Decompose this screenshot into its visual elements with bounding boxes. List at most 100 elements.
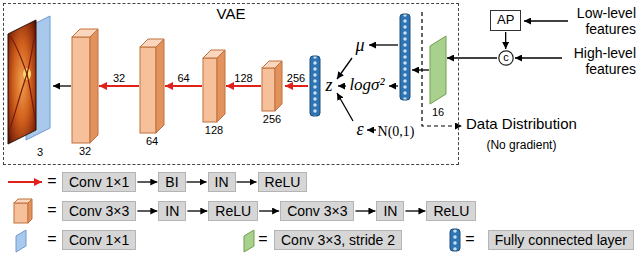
op-text: IN [215, 174, 229, 190]
channel-number: 256 [287, 68, 305, 86]
normal-distribution: N(0,1) [378, 122, 415, 140]
vessel [27, 26, 36, 74]
block-side [156, 39, 164, 133]
channel-number: 32 [65, 145, 105, 158]
arrow [367, 129, 376, 130]
op-text: ReLU [215, 203, 251, 219]
connector-arrow [505, 32, 506, 49]
label-text: = [465, 230, 474, 248]
legend-op-box: BI [158, 172, 185, 192]
legend-equals: = [258, 230, 267, 248]
arrow [412, 69, 429, 70]
channel-number: 32 [113, 68, 125, 86]
connector-arrow [355, 210, 375, 211]
output-label: Data Distribution [466, 115, 577, 133]
connector-arrow [226, 85, 261, 87]
arrow [524, 20, 568, 21]
edge-label: 64 [177, 72, 189, 85]
connector-arrow [187, 210, 207, 211]
legend-op-box: Conv 3×3 [62, 201, 136, 221]
vessel [10, 36, 27, 74]
legend-op-box: Conv 3×3 [280, 201, 354, 221]
concat-symbol: c [498, 50, 514, 66]
noise-symbol: ε [356, 119, 363, 140]
op-text: ReLU [265, 174, 301, 190]
op-text: IN [165, 203, 179, 219]
legend-op-box: IN [376, 201, 404, 221]
label-text: (No gradient) [486, 139, 556, 153]
legend-equals: = [47, 172, 56, 190]
arrow [515, 57, 562, 58]
legend-op-box: ReLU [208, 201, 258, 221]
input-label: Low-level features [558, 5, 636, 37]
channel-number: 128 [194, 124, 234, 137]
image-outline [8, 20, 36, 144]
arrow [338, 85, 346, 86]
op-text: ReLU [433, 203, 469, 219]
conv-block: 64 [140, 39, 164, 148]
legend-fc-sample [450, 229, 460, 251]
label-text: = [47, 201, 56, 219]
op-text: Conv 1×1 [69, 232, 129, 248]
connector-arrow [259, 210, 279, 211]
legend-op-box: Fully connected layer [488, 230, 634, 250]
connector-arrow [137, 210, 157, 211]
block-side [90, 29, 98, 143]
circle-shape [499, 51, 513, 65]
connector-arrow [405, 210, 425, 211]
conv-block: 256 [262, 61, 282, 126]
channel-number: 16 [418, 106, 458, 119]
label-text: Low-level features [558, 5, 636, 37]
vessel [27, 74, 36, 124]
legend-equals: = [47, 230, 56, 248]
legend-op-box: Conv 1×1 [62, 230, 136, 250]
conv-block-shape [72, 29, 98, 143]
stride-conv-layer: 16 [430, 36, 446, 119]
arrow [337, 93, 353, 121]
label-text: logσ² [349, 75, 384, 95]
conv-block-shape [203, 50, 225, 122]
connector-arrow [99, 85, 139, 87]
block-front [72, 37, 90, 143]
op-text: Fully connected layer [495, 232, 627, 248]
label-text: 256 [287, 72, 305, 85]
mean-symbol: μ [355, 35, 364, 56]
legend-plate-sample [16, 230, 26, 252]
upsample-arrow [285, 85, 308, 87]
label-text: = [258, 230, 267, 248]
op-text: AP [497, 13, 514, 28]
vae-module: VAE3326412825616 [3, 3, 459, 165]
fc-layer [310, 56, 320, 116]
conv-block: 128 [203, 50, 225, 137]
fundus-ground [8, 20, 36, 144]
pooling-box: AP [490, 10, 521, 31]
connector-arrow [165, 85, 202, 87]
op-text: Conv 3×3 [69, 203, 129, 219]
op-text: Conv 1×1 [69, 174, 129, 190]
stride-conv-layer-shape [430, 36, 446, 104]
legend-arrow-sample [8, 181, 42, 183]
block-front [203, 58, 217, 122]
label-text: High-level features [558, 45, 636, 77]
connector-arrow [187, 181, 207, 182]
op-text: Conv 3×3 [287, 203, 347, 219]
channel-number: 256 [252, 113, 292, 126]
arrow [369, 44, 398, 45]
label-text: N(0,1) [378, 124, 415, 140]
concat-text: c [498, 50, 514, 65]
edge-label: 32 [113, 72, 125, 85]
legend-equals: = [465, 230, 474, 248]
output-image-layer: 3 [6, 14, 52, 159]
input-label: High-level features [558, 45, 636, 77]
connector-arrow [237, 181, 257, 182]
conv-block-shape [140, 39, 164, 133]
legend-op-box: ReLU [426, 201, 476, 221]
channel-number: 128 [234, 68, 252, 86]
fc-layer [400, 14, 410, 100]
channel-number: 64 [177, 68, 189, 86]
label-text: ε [356, 119, 363, 140]
legend-equals: = [47, 201, 56, 219]
conv-block: 32 [72, 29, 98, 158]
legend-block-sample [14, 199, 32, 223]
op-text: IN [383, 203, 397, 219]
